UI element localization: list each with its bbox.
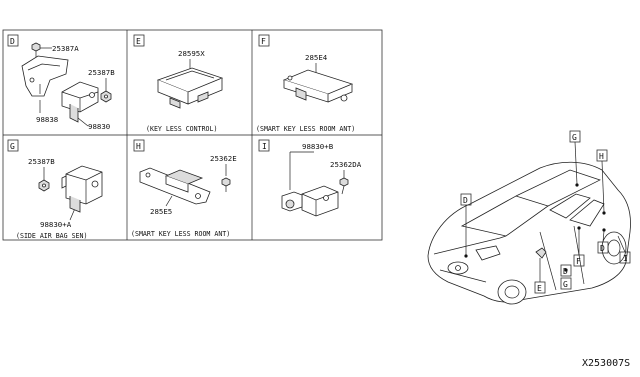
keyless-control-unit-icon [156, 67, 224, 109]
callout-d-front: D [463, 196, 468, 205]
panel-e: E 28595X (KEY LESS CONTROL) [133, 34, 224, 133]
panel-e-caption: (KEY LESS CONTROL) [146, 125, 217, 133]
panel-grid [2, 29, 383, 241]
panel-h-caption: (SMART KEY LESS ROOM ANT) [131, 230, 230, 238]
panel-i-letter-box [258, 139, 270, 152]
part-label-28595x: 28595X [178, 49, 205, 58]
room-antenna-bracket-icon [139, 167, 211, 205]
callout-f: F [576, 257, 581, 266]
callout-i: I [623, 254, 628, 263]
panel-e-letter-box [133, 34, 145, 47]
impact-sensor-icon [281, 185, 339, 217]
panel-g-letter: G [10, 142, 15, 151]
panel-f-caption: (SMART KEY LESS ROOM ANT) [256, 125, 355, 133]
panel-i-letter: I [262, 142, 267, 151]
bolt-icon [339, 177, 349, 195]
sensor-point [577, 226, 581, 230]
part-label-25362e: 25362E [210, 154, 237, 163]
panel-g-caption: (SIDE AIR BAG SEN) [16, 232, 87, 240]
sensor-point [602, 228, 606, 232]
part-label-25387a: 25387A [52, 44, 79, 53]
panel-f-letter-box [258, 34, 270, 47]
callout-g-roof: G [572, 133, 577, 142]
nut-icon [100, 90, 112, 103]
panel-f: F 285E4 (SMART KEY LESS ROOM ANT) [256, 34, 355, 133]
panel-h-letter: H [136, 142, 141, 151]
impact-sensor-icon [61, 81, 99, 123]
panel-d-letter-box [7, 34, 19, 47]
car-callouts: G H D E F D G D I [460, 130, 631, 294]
panel-d-letter: D [10, 37, 15, 46]
callout-d-rear: D [600, 244, 605, 253]
panel-f-letter: F [261, 37, 266, 46]
panel-g: G 25387B 98830+A (SIDE AIR BAG SEN) [7, 139, 103, 240]
sensor-point [602, 211, 606, 215]
part-label-98830b: 98830+B [302, 142, 334, 151]
panel-d: D 25387A 25387B 98838 98830 [7, 34, 115, 131]
callout-g-side: G [563, 280, 568, 289]
side-airbag-sensor-icon [61, 165, 103, 213]
part-label-285e4: 285E4 [305, 53, 328, 62]
part-label-98830: 98830 [88, 122, 110, 131]
part-label-98838: 98838 [36, 115, 58, 124]
panel-i: I 98830+B 25362DA [258, 139, 362, 217]
panel-g-letter-box [7, 139, 19, 152]
nut-icon [38, 179, 50, 192]
figure-id: X253007S [582, 358, 630, 369]
part-label-285e5: 285E5 [150, 207, 172, 216]
sensor-point [464, 254, 468, 258]
callout-d-door: D [563, 267, 568, 276]
part-label-25387b-g: 25387B [28, 157, 55, 166]
bolt-icon [31, 42, 41, 58]
vehicle-illustration [427, 161, 631, 305]
panel-h-letter-box [133, 139, 145, 152]
panel-h: H 25362E 285E5 (SMART KEY LESS ROOM ANT) [131, 139, 237, 238]
sensor-bracket-icon [21, 55, 69, 97]
panel-e-letter: E [136, 37, 141, 46]
part-label-25387b: 25387B [88, 68, 115, 77]
sensor-point [575, 183, 579, 187]
room-antenna-icon [282, 69, 354, 103]
callout-e: E [537, 284, 542, 293]
part-label-25362da: 25362DA [330, 160, 362, 169]
bolt-icon [221, 177, 231, 192]
part-label-98830a: 98830+A [40, 220, 72, 229]
sensor-point [564, 268, 568, 272]
callout-h: H [599, 152, 604, 161]
